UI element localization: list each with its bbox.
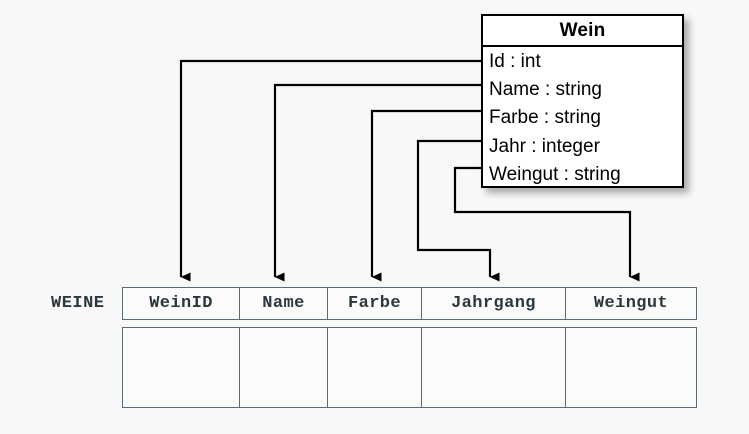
table-row-gap-cell (422, 320, 566, 327)
mapping-connector-farbe (370, 109, 481, 282)
table-cell-name[interactable] (240, 327, 328, 408)
uml-attribute-weingut: Weingut : string (489, 163, 621, 185)
uml-class-title: Wein (483, 16, 682, 47)
mapping-connector-jahr (416, 139, 500, 282)
uml-attribute-list: Id : int Name : string Farbe : string Ja… (483, 47, 682, 189)
table-row-gap-cell (122, 320, 240, 327)
relational-table-weine: WeinID Name Farbe Jahrgang Weingut (122, 287, 697, 408)
table-row (122, 327, 697, 408)
uml-attribute-id: Id : int (489, 51, 541, 72)
uml-attribute-farbe: Farbe : string (489, 107, 601, 129)
table-row-gap-cell (328, 320, 422, 327)
table-row-gap (122, 320, 697, 327)
table-cell-farbe[interactable] (328, 327, 422, 408)
table-header-jahrgang[interactable]: Jahrgang (422, 287, 566, 320)
uml-attribute-jahr: Jahr : integer (489, 135, 600, 157)
table-header-name[interactable]: Name (240, 287, 328, 320)
table-row-gap-cell (566, 320, 697, 327)
table-header-weinid[interactable]: WeinID (122, 287, 240, 320)
table-cell-weinid[interactable] (122, 327, 240, 408)
table-cell-jahrgang[interactable] (422, 327, 566, 408)
table-row-gap-cell (240, 320, 328, 327)
uml-attribute-name: Name : string (489, 79, 602, 101)
mapping-connector-weingut (453, 166, 640, 282)
uml-class-wein[interactable]: Wein Id : int Name : string Farbe : stri… (481, 14, 684, 188)
mapping-connector-id (179, 59, 481, 282)
table-header-weingut[interactable]: Weingut (566, 287, 697, 320)
table-header-farbe[interactable]: Farbe (328, 287, 422, 320)
table-header-row: WeinID Name Farbe Jahrgang Weingut (122, 287, 697, 320)
mapping-connector-name (273, 83, 481, 282)
relational-table-label: WEINE (51, 294, 105, 313)
table-cell-weingut[interactable] (566, 327, 697, 408)
